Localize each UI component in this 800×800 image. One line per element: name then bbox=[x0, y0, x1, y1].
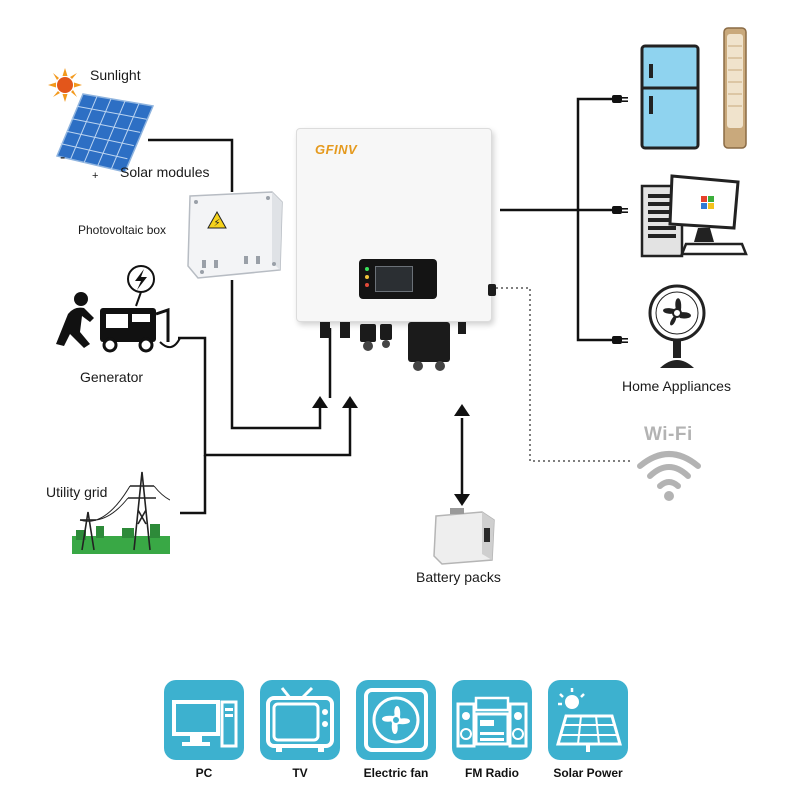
wifi-icon bbox=[637, 451, 701, 501]
tile-solar-power-label: Solar Power bbox=[553, 766, 623, 780]
utility-grid-label: Utility grid bbox=[46, 484, 108, 500]
wifi-label: Wi-Fi bbox=[644, 424, 693, 445]
refrigerator-icon bbox=[640, 44, 700, 150]
tile-fm-radio bbox=[452, 680, 532, 760]
solar-panel-icon bbox=[55, 93, 155, 173]
panel-plus-sign: + bbox=[92, 170, 99, 182]
tile-pc bbox=[164, 680, 244, 760]
computer-icon bbox=[640, 174, 748, 258]
tile-electric-fan bbox=[356, 680, 436, 760]
pv-box-label: Photovoltaic box bbox=[78, 223, 167, 237]
panel-minus-sign: - bbox=[60, 149, 66, 166]
tile-pc-label: PC bbox=[195, 766, 213, 780]
tile-solar-power bbox=[548, 680, 628, 760]
fm-radio-icon bbox=[456, 696, 528, 748]
svg-text:⚡: ⚡ bbox=[213, 218, 220, 229]
tile-fm-radio-label: FM Radio bbox=[465, 766, 519, 780]
inverter-brand: GFINV bbox=[315, 142, 358, 157]
photovoltaic-box: ⚡ bbox=[187, 191, 283, 279]
led-indicators bbox=[365, 267, 369, 287]
tile-electric-fan-label: Electric fan bbox=[363, 766, 429, 780]
fan-icon bbox=[648, 284, 706, 368]
tile-tv bbox=[260, 680, 340, 760]
battery-pack-icon bbox=[433, 508, 495, 565]
sun-icon bbox=[48, 68, 82, 102]
battery-packs-label: Battery packs bbox=[416, 569, 501, 585]
air-conditioner-icon bbox=[723, 27, 747, 149]
generator-label: Generator bbox=[80, 369, 144, 385]
solar-power-icon bbox=[556, 688, 622, 752]
solar-modules-label: Solar modules bbox=[120, 164, 210, 180]
pc-icon bbox=[172, 700, 238, 748]
home-appliances-label: Home Appliances bbox=[622, 378, 731, 394]
inverter-display bbox=[359, 259, 437, 299]
tv-icon bbox=[266, 686, 334, 752]
utility-grid-icon bbox=[72, 471, 170, 554]
inverter-connectors bbox=[320, 322, 466, 371]
generator-icon bbox=[56, 265, 181, 353]
tile-tv-label: TV bbox=[292, 766, 308, 780]
electric-fan-icon bbox=[364, 688, 428, 752]
inverter-wifi-port bbox=[488, 284, 496, 296]
inverter: GFINV bbox=[296, 128, 492, 322]
lcd-screen bbox=[375, 266, 413, 292]
sunlight-label: Sunlight bbox=[90, 67, 141, 83]
